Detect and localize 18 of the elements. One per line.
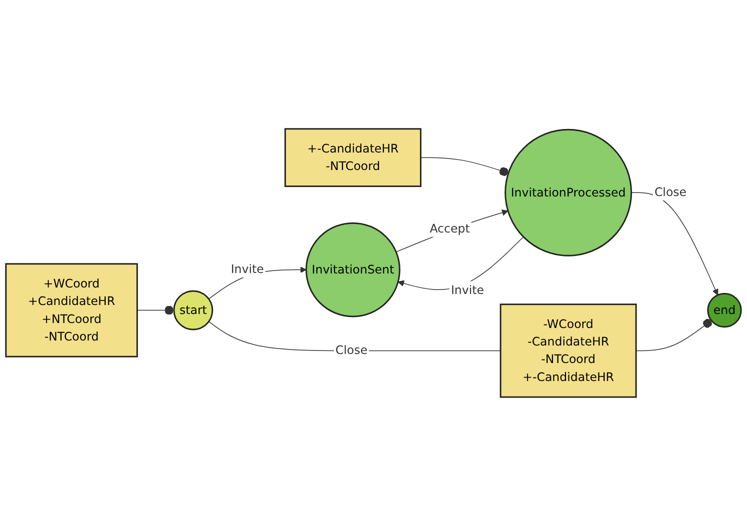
connector bbox=[208, 321, 501, 352]
edge-label: Accept bbox=[430, 221, 470, 236]
node-circle: end bbox=[707, 292, 742, 328]
connector bbox=[136, 306, 174, 315]
arrow bbox=[396, 210, 508, 252]
node-box: -WCoord -CandidateHR -NTCoord +-CandidateHR bbox=[500, 304, 637, 398]
connector bbox=[636, 318, 712, 352]
edge-label: Close bbox=[335, 343, 368, 358]
node-circle: start bbox=[173, 290, 214, 330]
arrow bbox=[630, 192, 718, 296]
edge-label: Invite bbox=[450, 282, 484, 297]
edge-label: Invite bbox=[230, 262, 264, 276]
node-box: +-CandidateHR -NTCoord bbox=[284, 128, 422, 188]
connector bbox=[420, 157, 509, 176]
node-circle: InvitationProcessed bbox=[504, 128, 632, 256]
node-circle: InvitationSent bbox=[306, 222, 400, 318]
edge-label: Close bbox=[654, 184, 687, 199]
node-box: +WCoord +CandidateHR +NTCoord -NTCoord bbox=[5, 263, 138, 358]
